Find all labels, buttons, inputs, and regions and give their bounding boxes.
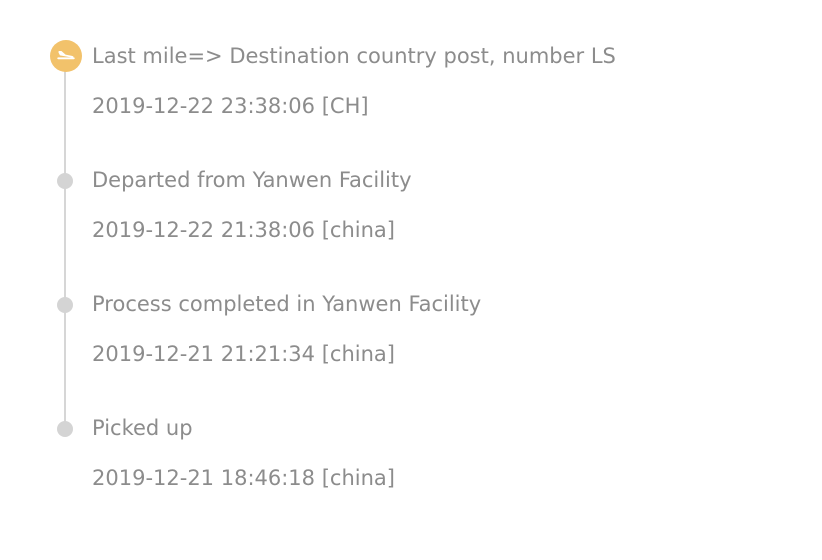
event-title: Picked up — [92, 416, 193, 440]
timeline-event-process-completed: Process completed in Yanwen Facility 201… — [0, 248, 822, 366]
event-time: 2019-12-21 21:21:34 [china] — [92, 342, 395, 366]
timeline-line — [64, 56, 66, 426]
event-title: Process completed in Yanwen Facility — [92, 292, 482, 316]
timeline-event-departed: Departed from Yanwen Facility 2019-12-22… — [0, 124, 822, 242]
timeline-event-last-mile: Last mile=> Destination country post, nu… — [0, 0, 822, 118]
event-title: Departed from Yanwen Facility — [92, 168, 412, 192]
timeline-dot — [57, 421, 73, 437]
event-time: 2019-12-22 21:38:06 [china] — [92, 218, 395, 242]
timeline-dot — [57, 173, 73, 189]
event-title: Last mile=> Destination country post, nu… — [92, 42, 751, 70]
event-time: 2019-12-21 18:46:18 [china] — [92, 466, 395, 490]
redacted-tracking-number — [615, 47, 751, 67]
timeline-dot — [57, 297, 73, 313]
plane-landing-icon — [50, 40, 82, 72]
timeline-event-picked-up: Picked up 2019-12-21 18:46:18 [china] — [0, 372, 822, 490]
event-time: 2019-12-22 23:38:06 [CH] — [92, 94, 369, 118]
